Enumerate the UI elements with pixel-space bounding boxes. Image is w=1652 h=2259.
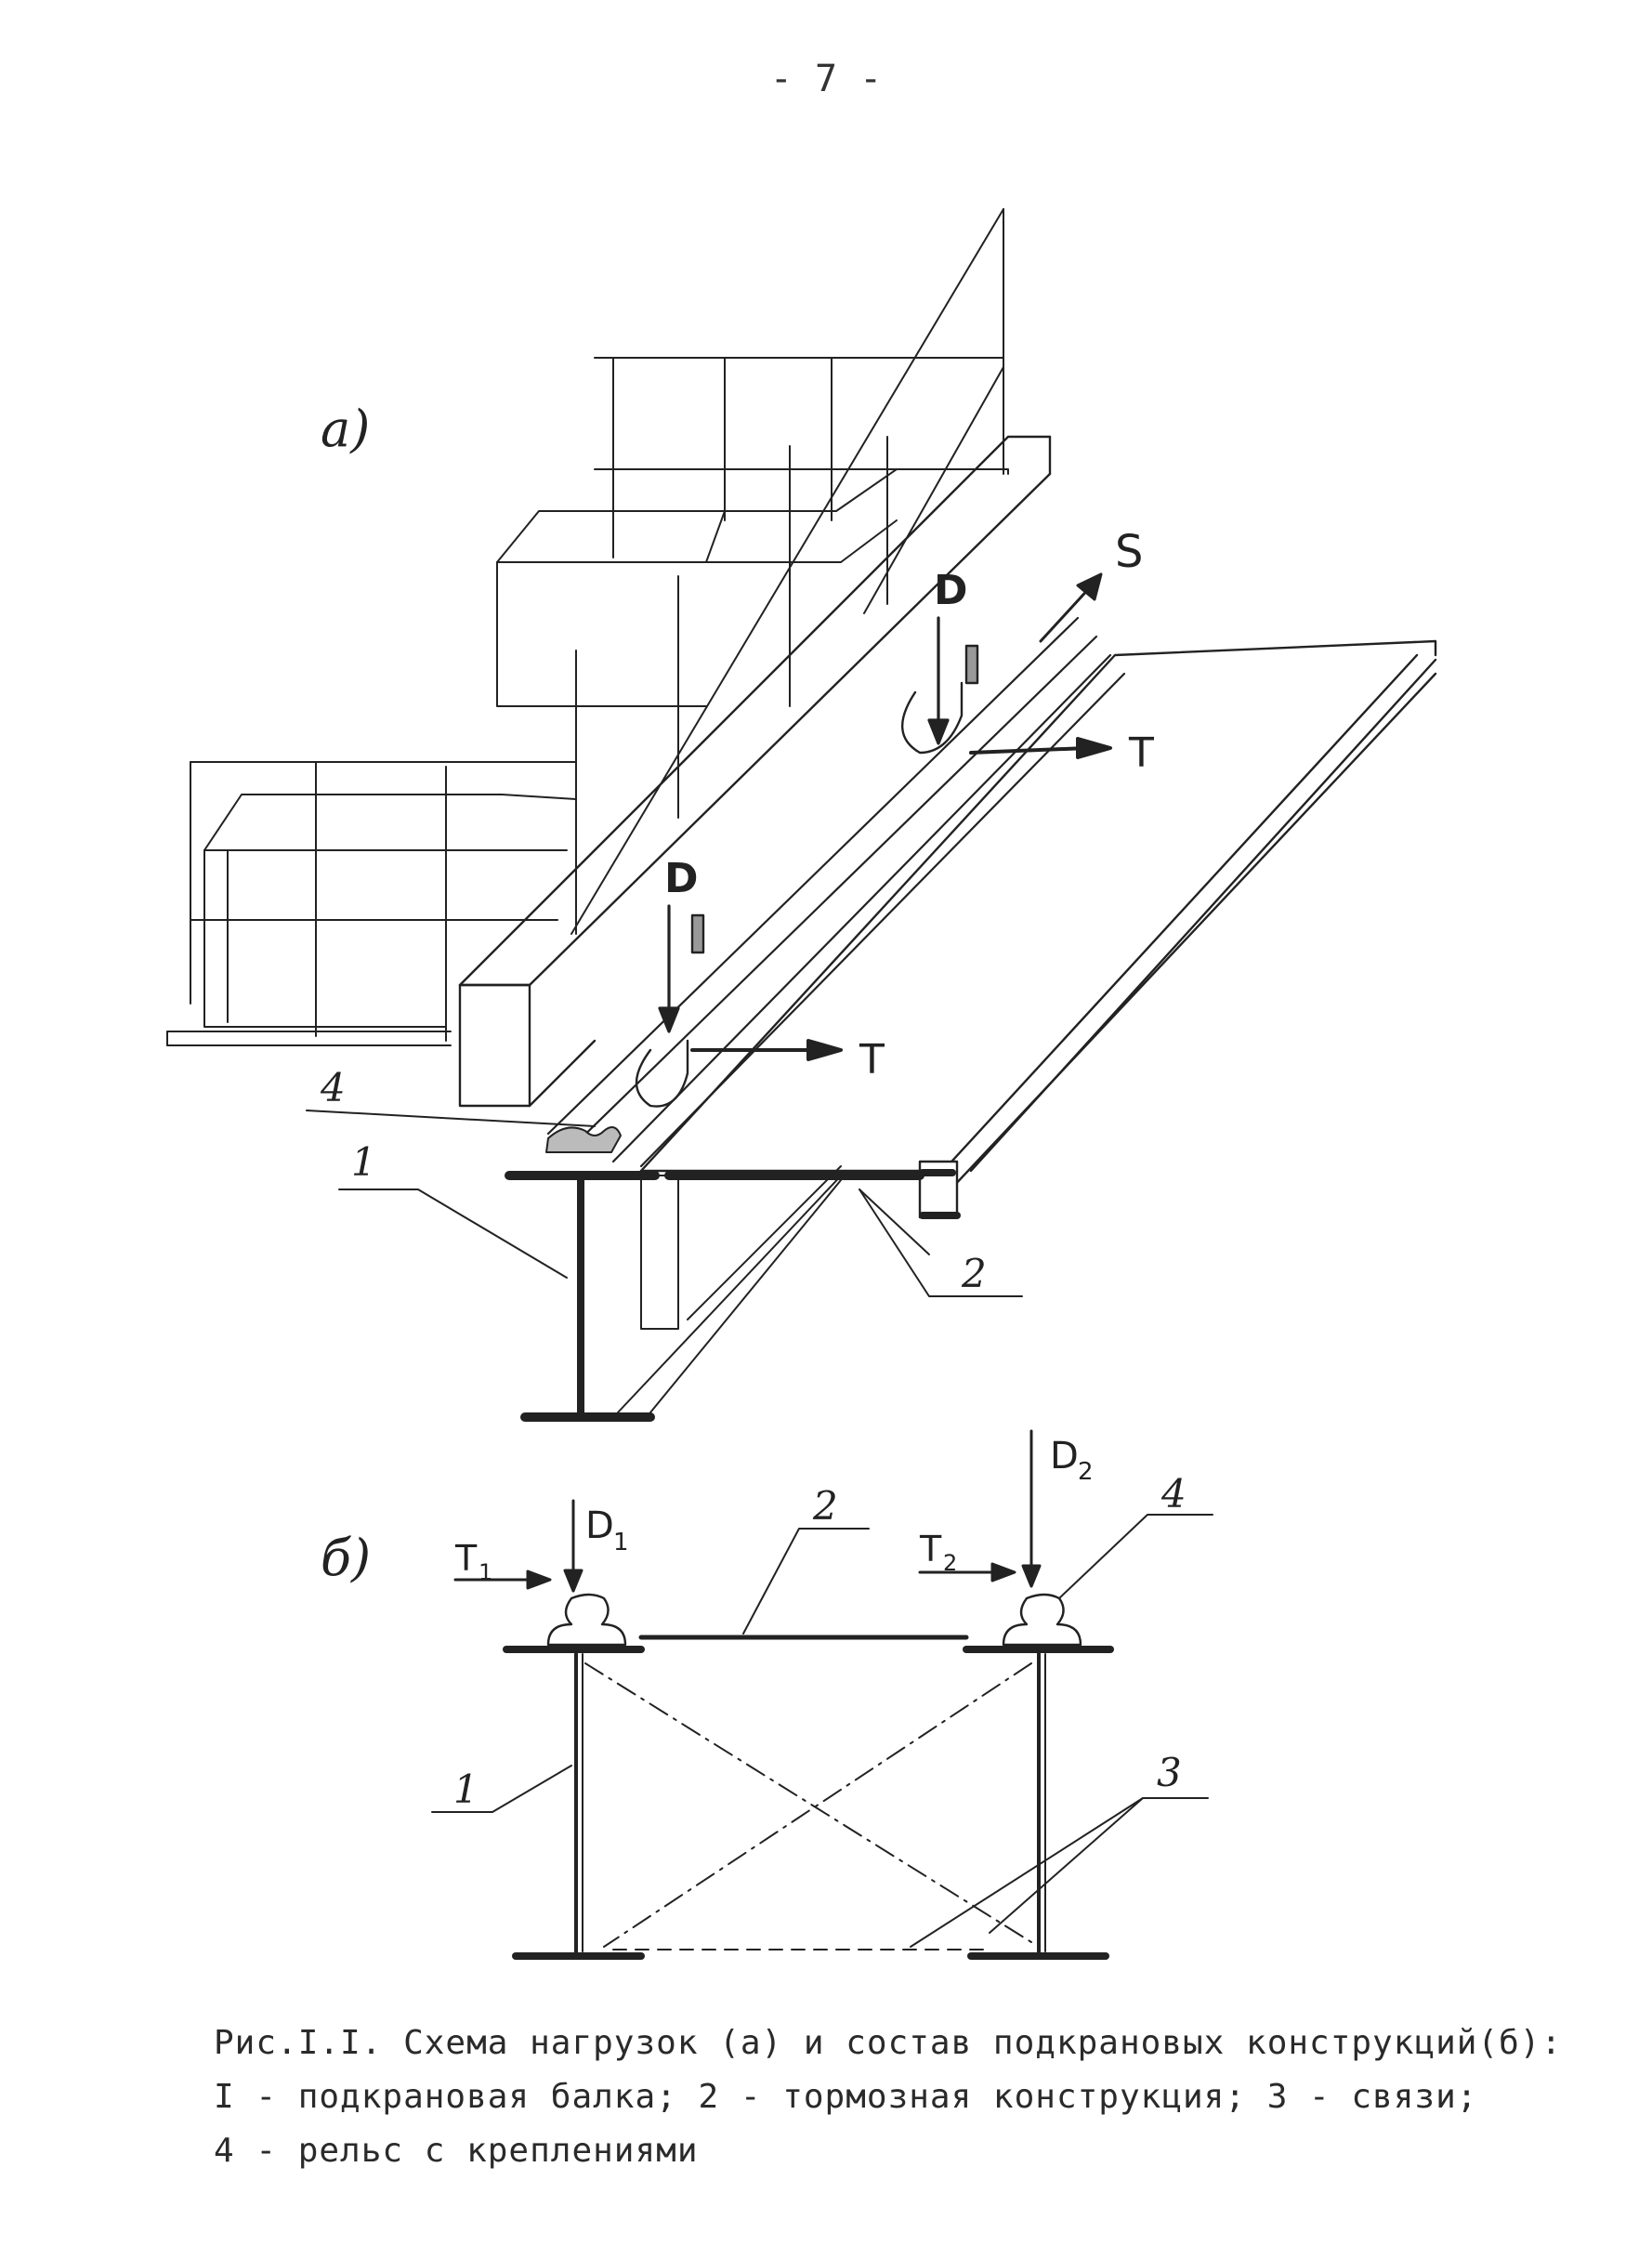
figure-b-section: [431, 1429, 1213, 1960]
caption-line-3: 4 - рельс с креплениями: [214, 2132, 699, 2170]
part-label-1-a: 1: [351, 1139, 376, 1185]
left-crane-beam: [503, 1646, 645, 1960]
leader-lines-a: [306, 1110, 1023, 1297]
crane-rail: [545, 616, 1126, 1168]
crane-frame-grid: [190, 208, 1004, 1042]
crane-box-left: [166, 794, 577, 1046]
panel-label-b: б): [321, 1529, 371, 1587]
part-label-4-b: 4: [1160, 1471, 1187, 1517]
force-label-D2: D 2: [1050, 1435, 1094, 1486]
caption-line-1: Рис.I.I. Схема нагрузок (а) и состав под…: [214, 2024, 1563, 2062]
load-arrow-T2: [918, 1562, 1016, 1583]
force-label-D2-main: D: [1050, 1435, 1079, 1478]
crane-bridge-girder: [458, 435, 1052, 1108]
figure-a-isometric: [166, 208, 1437, 1422]
force-label-T1-sub: 1: [479, 1559, 492, 1585]
crane-wheel-1: [635, 913, 705, 1108]
load-arrow-D-1: [658, 904, 680, 1033]
load-arrow-T-2: [969, 737, 1112, 759]
load-arrow-D-2: [927, 616, 950, 745]
leader-lines-b: [431, 1514, 1213, 1948]
rail-right: [1002, 1593, 1082, 1647]
part-label-2-a: 2: [961, 1251, 987, 1296]
page-number: - 7 -: [769, 58, 883, 100]
load-arrow-D2: [1021, 1429, 1042, 1588]
right-crane-beam: [963, 1646, 1114, 1960]
force-label-T2: T 2: [919, 1529, 957, 1576]
bracing-ties: [584, 1662, 1032, 1950]
caption-line-2: I - подкрановая балка; 2 - тормозная кон…: [214, 2078, 1478, 2116]
force-label-S: S: [1115, 526, 1143, 578]
panel-label-a: a): [321, 400, 370, 458]
force-label-T1-main: T: [454, 1538, 478, 1579]
force-label-T-lower: T: [859, 1036, 885, 1084]
load-arrow-S: [1039, 572, 1103, 643]
force-label-T2-main: T: [919, 1529, 942, 1569]
part-label-2-b: 2: [812, 1483, 838, 1529]
figure-caption: Рис.I.I. Схема нагрузок (а) и состав под…: [214, 2016, 1589, 2178]
crane-box-upper: [496, 468, 1009, 707]
crane-beam-section: [505, 1165, 924, 1422]
force-label-D2-sub: 2: [1078, 1458, 1094, 1486]
force-label-D-lower: D: [664, 855, 699, 902]
rail-left: [546, 1593, 627, 1647]
force-label-D1: D 1: [585, 1504, 629, 1556]
crane-wheel-2: [901, 644, 979, 755]
part-label-4-a: 4: [320, 1065, 346, 1110]
load-arrow-T1: [453, 1569, 552, 1590]
load-arrow-T-1: [690, 1039, 843, 1061]
part-label-3-b: 3: [1157, 1750, 1182, 1795]
force-label-D1-sub: 1: [613, 1529, 629, 1556]
force-label-T2-sub: 2: [943, 1550, 957, 1576]
force-label-D-upper: D: [934, 567, 968, 614]
force-label-T1: T 1: [454, 1538, 492, 1585]
force-label-D1-main: D: [585, 1504, 614, 1547]
force-label-T-upper: T: [1128, 729, 1154, 777]
part-label-1-b: 1: [453, 1766, 479, 1812]
load-arrow-D1: [563, 1499, 583, 1593]
